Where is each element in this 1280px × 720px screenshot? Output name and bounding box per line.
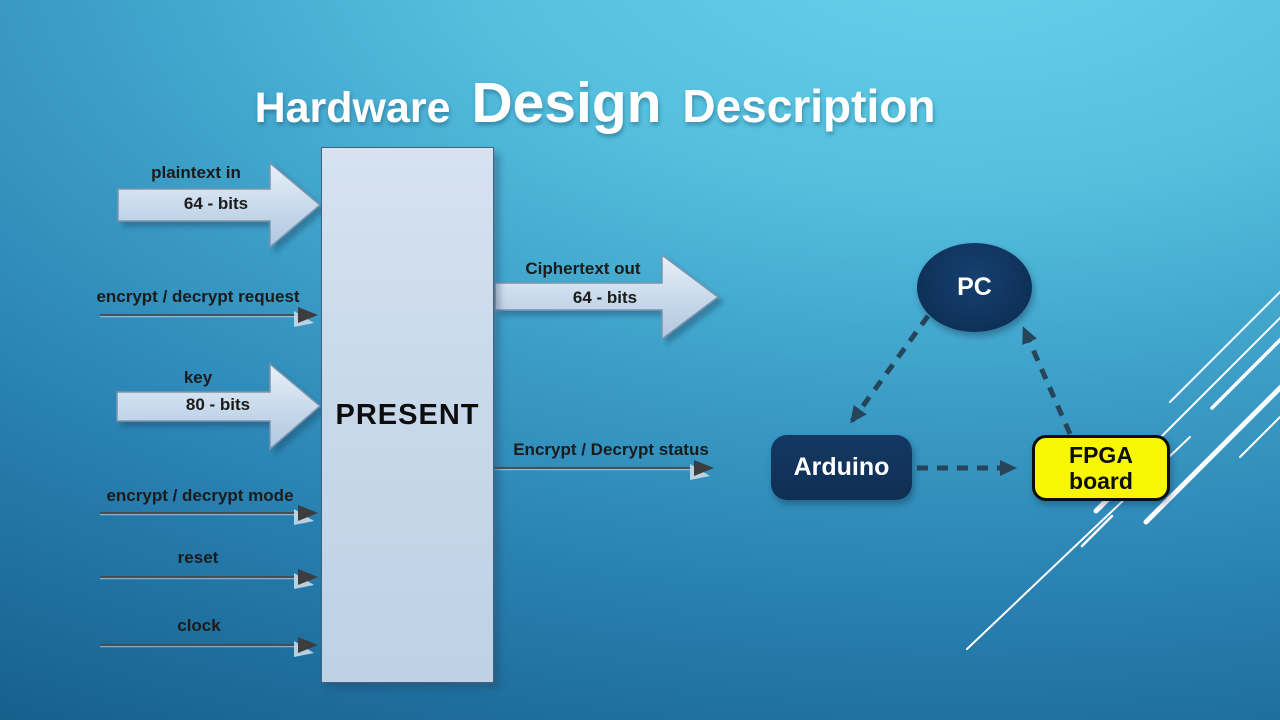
page-title: Hardware Design Description [0, 75, 1190, 132]
encrypt-decrypt-status-label: Encrypt / Decrypt status [513, 440, 709, 459]
connector-pc-to-arduino [849, 314, 931, 424]
decor-line [1210, 337, 1280, 410]
arduino-node-label: Arduino [793, 453, 890, 481]
key-width-label: 80 - bits [185, 395, 251, 414]
present-cipher-block: PRESENT [321, 147, 494, 683]
status-signal-arrow [495, 460, 714, 480]
clock-label: clock [177, 616, 221, 635]
encrypt-decrypt-mode-label: encrypt / decrypt mode [106, 486, 294, 505]
ciphertext-width-label: 64 - bits [572, 288, 638, 307]
title-word: Design [471, 71, 662, 136]
pc-node-label: PC [957, 273, 992, 301]
decor-line [1080, 514, 1114, 548]
arduino-node: Arduino [771, 435, 912, 500]
decor-line [1169, 290, 1280, 403]
clock-signal-arrow [100, 637, 318, 657]
encrypt-decrypt-request-label: encrypt / decrypt request [96, 287, 300, 306]
signal-arrows [100, 307, 714, 657]
fpga-board-node: FPGA board [1032, 435, 1170, 501]
title-word: Description [682, 80, 936, 133]
request-signal-arrow [100, 307, 318, 327]
reset-label: reset [177, 548, 219, 567]
title-word: Hardware [254, 84, 451, 133]
plaintext-bus-arrow [117, 161, 322, 249]
pc-node: PC [917, 243, 1032, 332]
decor-line [1239, 415, 1280, 458]
mode-signal-arrow [100, 505, 318, 525]
ciphertext-out-label: Ciphertext out [525, 259, 641, 278]
decor-line [1149, 316, 1280, 449]
present-block-label: PRESENT [335, 398, 480, 431]
ciphertext-bus-arrow [494, 253, 720, 341]
fpga-board-node-label: FPGA board [1069, 441, 1133, 494]
key-bus-arrow [116, 362, 322, 451]
plaintext-width-label: 64 - bits [183, 194, 249, 213]
key-label: key [183, 368, 213, 387]
connector-fpga-to-pc [1021, 326, 1073, 436]
plaintext-in-label: plaintext in [151, 163, 241, 182]
reset-signal-arrow [100, 569, 318, 589]
decor-line [1143, 384, 1280, 525]
